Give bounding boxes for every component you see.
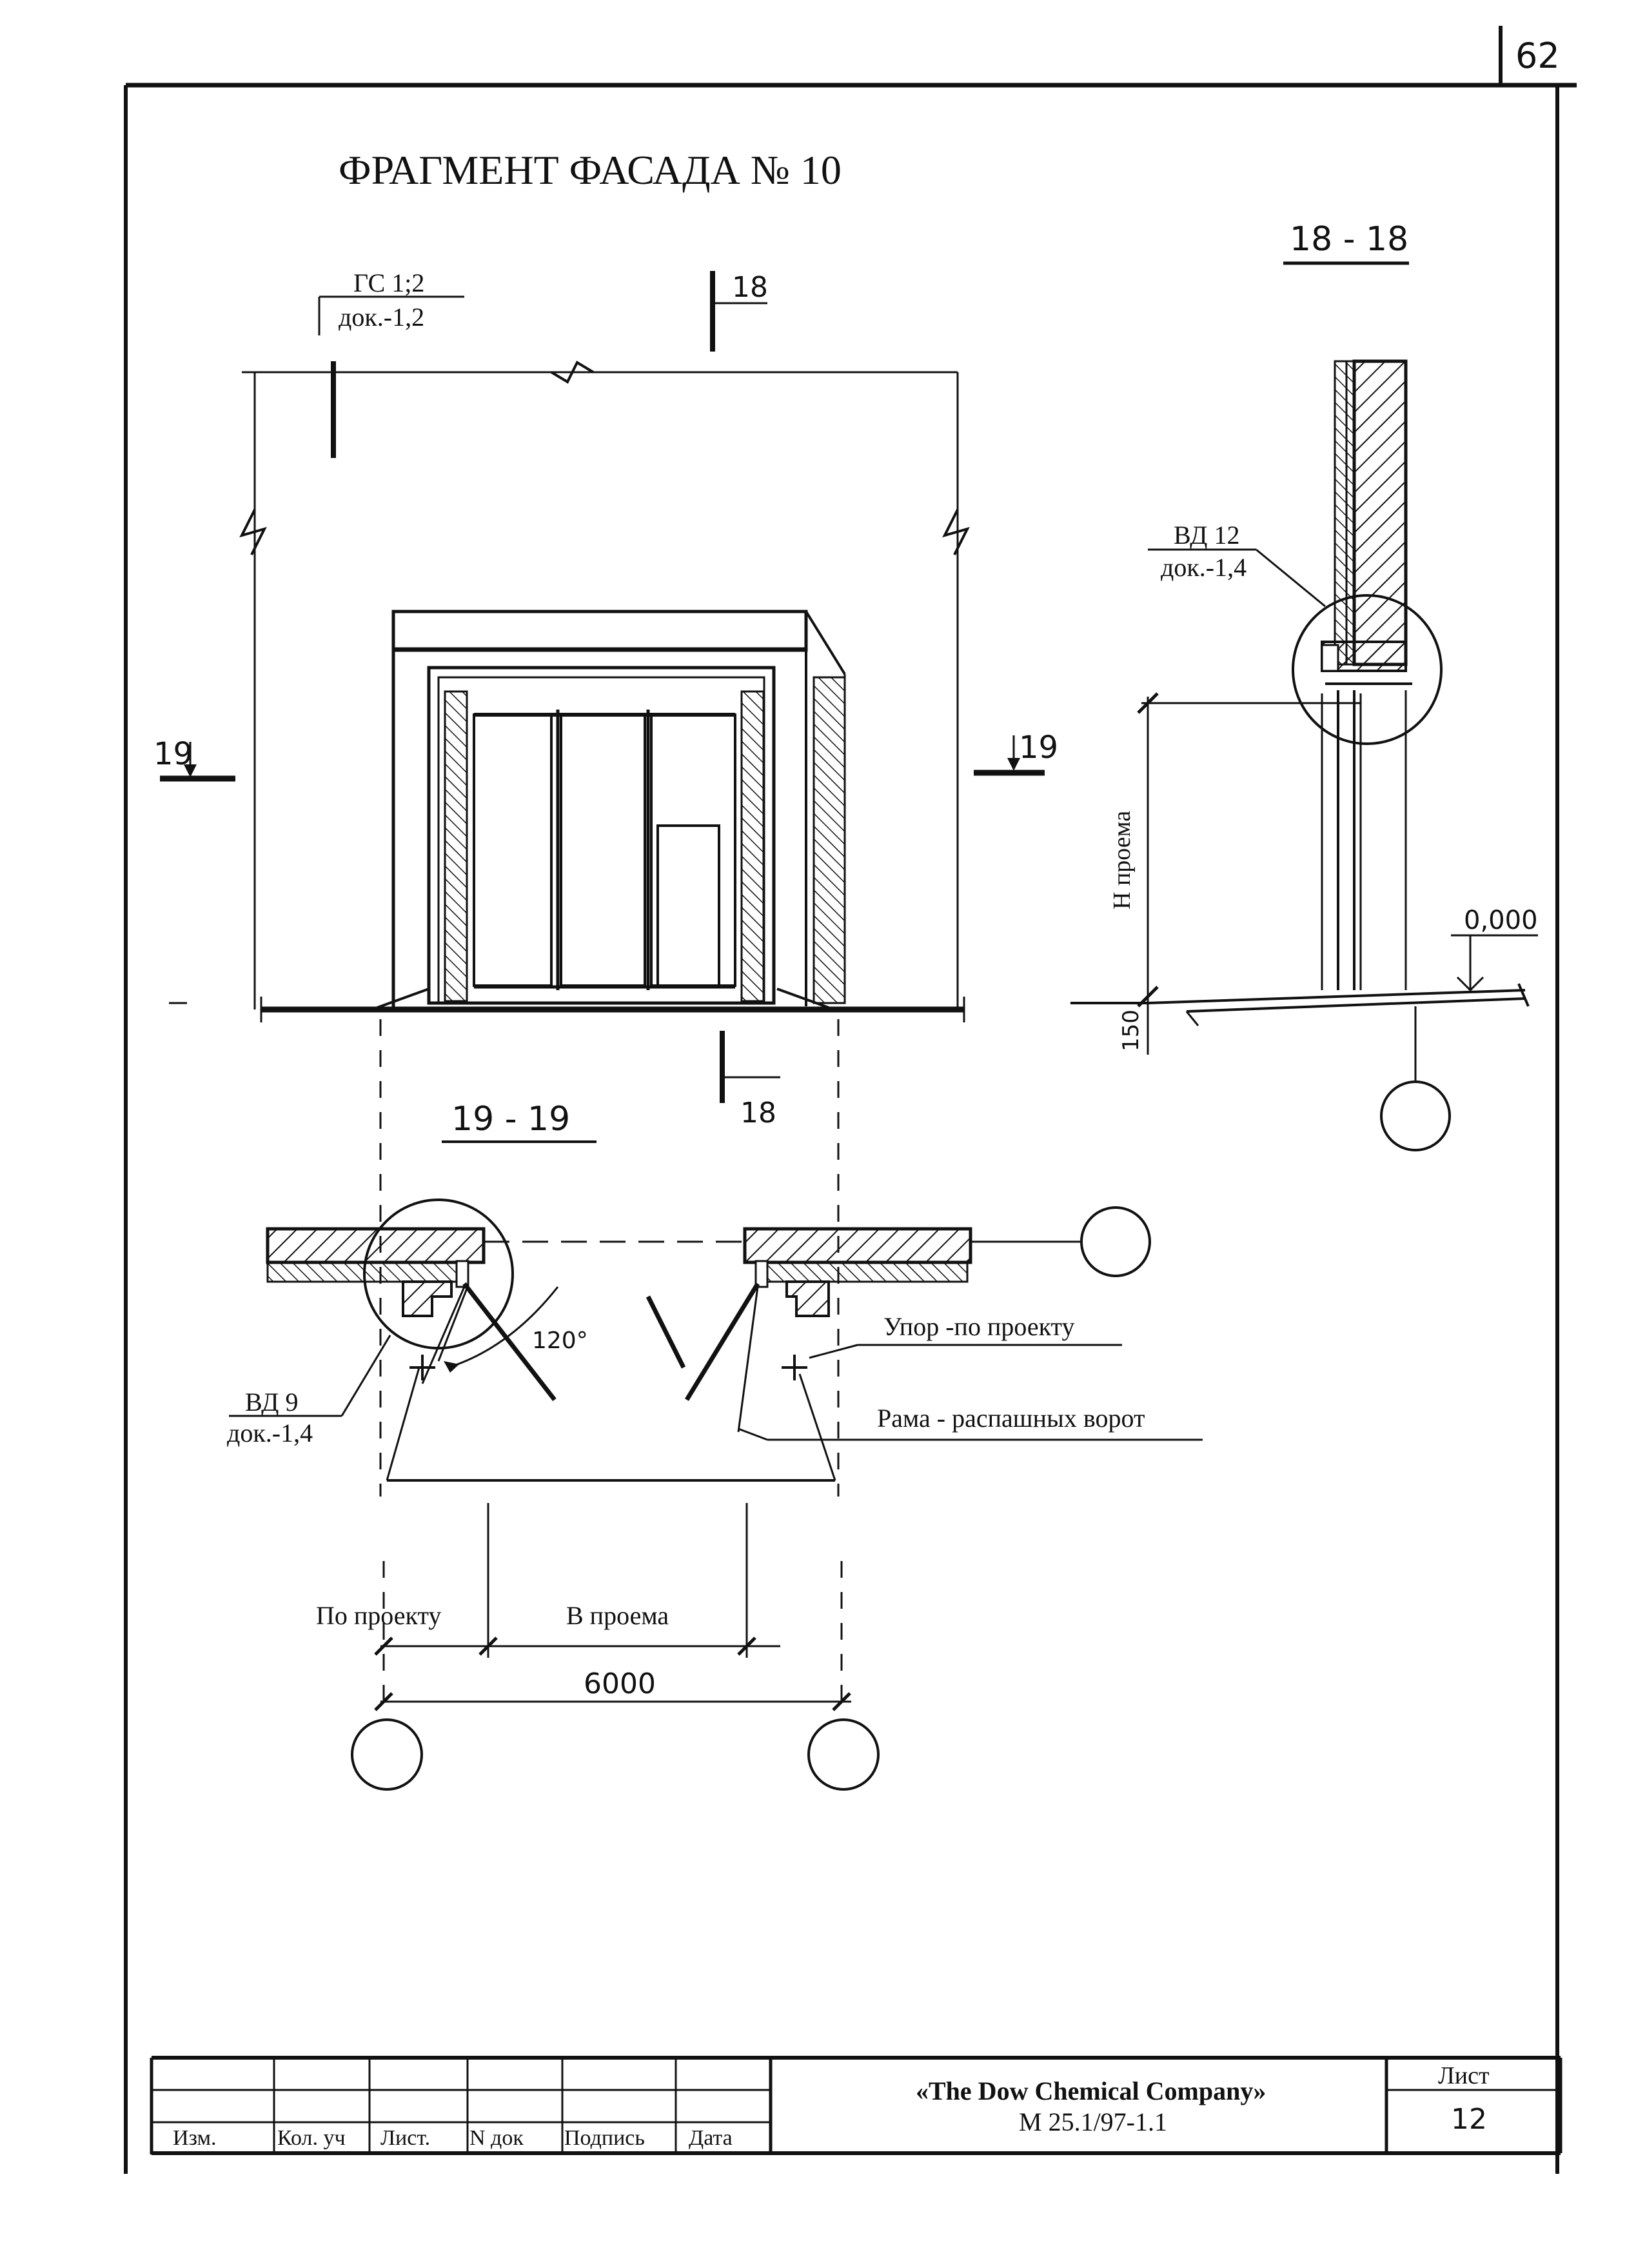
callout-vd12-code: ВД 12 xyxy=(1174,521,1239,550)
plan-19-19: 19 - 19 120° xyxy=(227,1019,1203,1791)
break-lines xyxy=(239,361,970,1010)
plan-dim-total: 6000 xyxy=(584,1667,656,1700)
tb-col-podpis: Подпись xyxy=(564,2126,645,2150)
callout-vd9-ref: док.-1,4 xyxy=(227,1418,313,1447)
tb-company: «The Dow Chemical Company» xyxy=(916,2076,1266,2105)
tb-col-list: Лист. xyxy=(380,2126,430,2150)
tb-sheet-number: 12 xyxy=(1451,2103,1487,2136)
section-18-height-label: Н проема xyxy=(1109,811,1136,910)
section-mark-18-bottom: 18 xyxy=(720,1031,780,1129)
section-18-title: 18 - 18 xyxy=(1290,220,1408,259)
top-sheet-number-text: 62 xyxy=(1515,35,1560,76)
facade-ground xyxy=(169,988,965,1022)
callout-vd9-code: ВД 9 xyxy=(245,1388,298,1417)
plan-dim-opening-width: В проема xyxy=(566,1601,669,1630)
section-mark-19-right: 19 xyxy=(974,730,1058,776)
section-mark-18-top-label: 18 xyxy=(732,271,768,304)
tb-col-data: Дата xyxy=(689,2126,733,2150)
section-19-title: 19 - 19 xyxy=(451,1100,570,1139)
plan-angle-label: 120° xyxy=(532,1328,588,1354)
section-18-level-mark: 0,000 xyxy=(1464,906,1538,935)
tb-doc-code: М 25.1/97-1.1 xyxy=(1019,2107,1167,2136)
section-18-step-dim: 150 xyxy=(1118,1010,1144,1051)
sheet-frame xyxy=(124,83,1577,2174)
plan-frame-label: Рама - распашных ворот xyxy=(877,1404,1145,1433)
section-mark-19-left: 19 xyxy=(153,736,235,782)
tb-col-n-dok: N док xyxy=(469,2126,524,2150)
section-mark-18-top: 18 xyxy=(710,271,768,352)
tb-col-kol-uch: Кол. уч xyxy=(277,2126,346,2150)
tb-col-izm: Изм. xyxy=(173,2126,217,2150)
section-18-18: 18 - 18 ВД 12 док.-1,4 Н проема 1 xyxy=(1070,220,1538,1151)
top-sheet-number: 62 xyxy=(1499,26,1560,87)
callout-gs-ref: док.-1,2 xyxy=(339,303,424,332)
section-mark-19-left-label: 19 xyxy=(153,736,193,772)
callout-gs: ГС 1;2 док.-1,2 xyxy=(318,268,464,458)
drawing-title: ФРАГМЕНТ ФАСАДА № 10 xyxy=(339,147,842,193)
tb-sheet-label: Лист xyxy=(1438,2062,1490,2089)
section-mark-19-right-label: 19 xyxy=(1019,730,1058,766)
title-block: Изм. Кол. уч Лист. N док Подпись Дата «T… xyxy=(150,2056,1562,2155)
callout-vd12-ref: док.-1,4 xyxy=(1161,553,1247,582)
plan-stop-label: Упор -по проекту xyxy=(883,1312,1074,1341)
gate-portal xyxy=(391,610,846,1010)
callout-gs-code: ГС 1;2 xyxy=(353,268,424,297)
facade-elevation: ГС 1;2 док.-1,2 18 19 xyxy=(153,268,1058,1129)
plan-dim-by-project: По проекту xyxy=(316,1601,441,1630)
section-mark-18-bottom-label: 18 xyxy=(740,1097,776,1129)
